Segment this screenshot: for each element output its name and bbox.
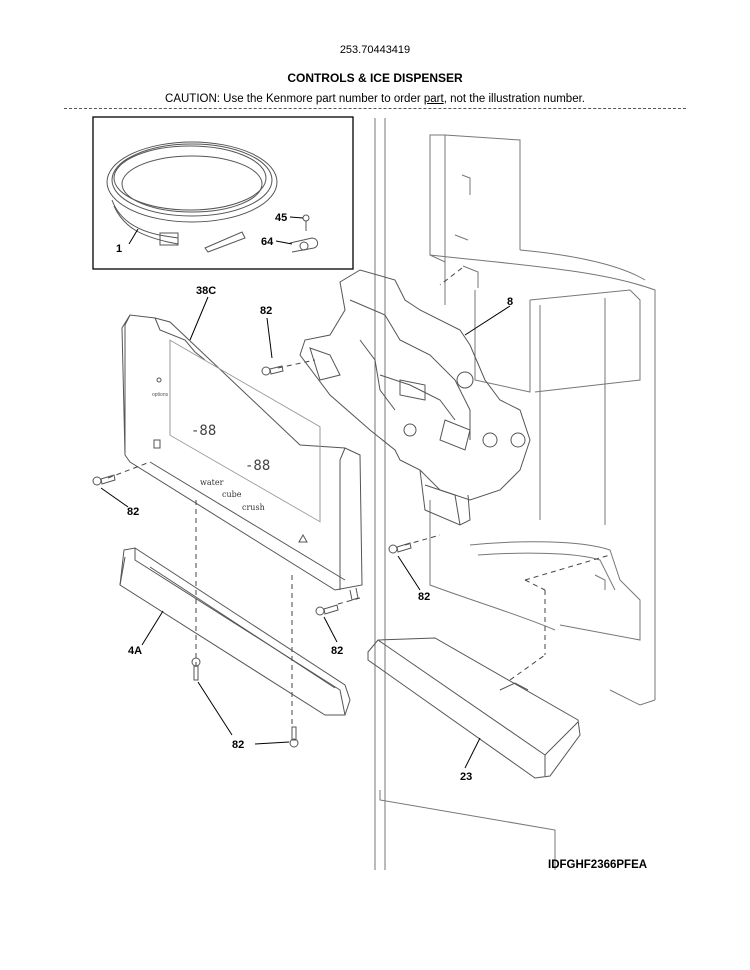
callout-64: 64 — [261, 236, 274, 248]
callout-45: 45 — [275, 212, 287, 224]
refrigerator-door-outline — [374, 118, 656, 870]
clamp-screw — [302, 214, 310, 231]
dispenser-housing-8 — [299, 269, 531, 526]
options-label: options — [152, 392, 169, 398]
dispenser-trim-4a — [119, 547, 351, 716]
control-panel-38c: -88 -88 water cube crush options — [121, 314, 363, 601]
tubing-inset-box: 1 45 64 — [92, 116, 354, 270]
button-water: water — [200, 478, 224, 487]
callout-4a: 4A — [128, 645, 142, 657]
callout-8: 8 — [507, 296, 513, 308]
tube-clamp — [289, 237, 319, 253]
screw-82-right — [388, 542, 412, 554]
callout-1: 1 — [116, 243, 122, 255]
screw-82-bottom-left — [191, 657, 201, 681]
screw-82-upper — [261, 365, 284, 376]
caution-text-start: CAUTION: Use the Kenmore part number to … — [165, 93, 424, 105]
callout-23: 23 — [460, 771, 472, 783]
callout-82-upper: 82 — [260, 305, 272, 317]
screw-82-panel — [315, 604, 339, 616]
model-number: 253.70443419 — [339, 44, 411, 56]
lock-icon — [153, 439, 161, 449]
panel-icon-top — [156, 377, 162, 383]
drip-tray-23 — [367, 637, 581, 779]
caution-note: CAUTION: Use the Kenmore part number to … — [0, 93, 750, 105]
caution-part-link: part — [423, 93, 444, 105]
callout-82-panel: 82 — [331, 645, 343, 657]
callout-82-left: 82 — [127, 506, 139, 518]
button-cube: cube — [222, 490, 242, 499]
assembly-guide-lines — [107, 267, 611, 725]
diagram-code: IDFGHF2366PFEA — [548, 859, 648, 871]
page-title: CONTROLS & ICE DISPENSER — [287, 71, 463, 85]
drop-icon — [298, 533, 308, 543]
display-digits-right: -88 — [245, 458, 270, 474]
button-crush: crush — [242, 503, 265, 512]
callout-82-right: 82 — [418, 591, 430, 603]
callout-38c: 38C — [196, 285, 216, 297]
callout-82-bottom: 82 — [232, 739, 244, 751]
header-divider — [64, 108, 686, 109]
water-tubing-coil — [106, 141, 278, 253]
screw-82-left — [92, 474, 116, 486]
caution-text-end: , not the illustration number. — [443, 93, 585, 105]
display-digits-left: -88 — [191, 423, 216, 439]
screw-82-bottom-right — [289, 726, 299, 748]
